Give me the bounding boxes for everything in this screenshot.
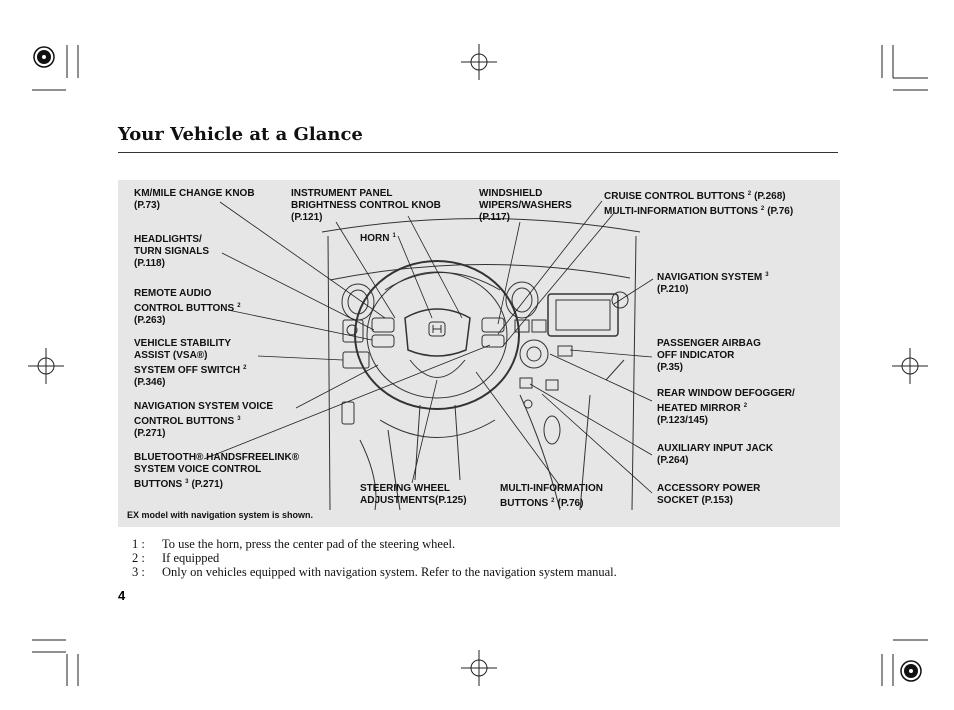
- illustration-panel: [118, 180, 840, 527]
- label-instrument-brightness: INSTRUMENT PANEL BRIGHTNESS CONTROL KNOB…: [291, 188, 441, 223]
- label-bluetooth-hfl: BLUETOOTH® HANDSFREELINK® SYSTEM VOICE C…: [134, 452, 300, 490]
- label-accessory-socket: ACCESSORY POWER SOCKET (P.153): [657, 483, 761, 506]
- footnote-2: 2 :If equipped: [132, 551, 220, 565]
- leader-lines: [203, 200, 654, 494]
- label-headlights: HEADLIGHTS/ TURN SIGNALS (P.118): [134, 234, 209, 269]
- page-title: Your Vehicle at a Glance: [118, 124, 363, 145]
- label-steering-adjust: STEERING WHEEL ADJUSTMENTS(P.125): [360, 483, 467, 506]
- page-number: 4: [118, 588, 126, 603]
- panel-note: EX model with navigation system is shown…: [127, 510, 314, 520]
- title-rule: [118, 152, 838, 153]
- label-passenger-airbag: PASSENGER AIRBAG OFF INDICATOR (P.35): [657, 338, 761, 373]
- label-km-mile-knob: KM/MILE CHANGE KNOB (P.73): [134, 188, 255, 211]
- footnote-1: 1 :To use the horn, press the center pad…: [132, 537, 456, 551]
- label-windshield-wipers: WINDSHIELD WIPERS/WASHERS (P.117): [479, 188, 572, 223]
- footnote-3: 3 :Only on vehicles equipped with naviga…: [132, 565, 617, 579]
- label-aux-input: AUXILIARY INPUT JACK (P.264): [657, 443, 774, 466]
- label-vsa-switch: VEHICLE STABILITY ASSIST (VSA®) SYSTEM O…: [134, 338, 247, 388]
